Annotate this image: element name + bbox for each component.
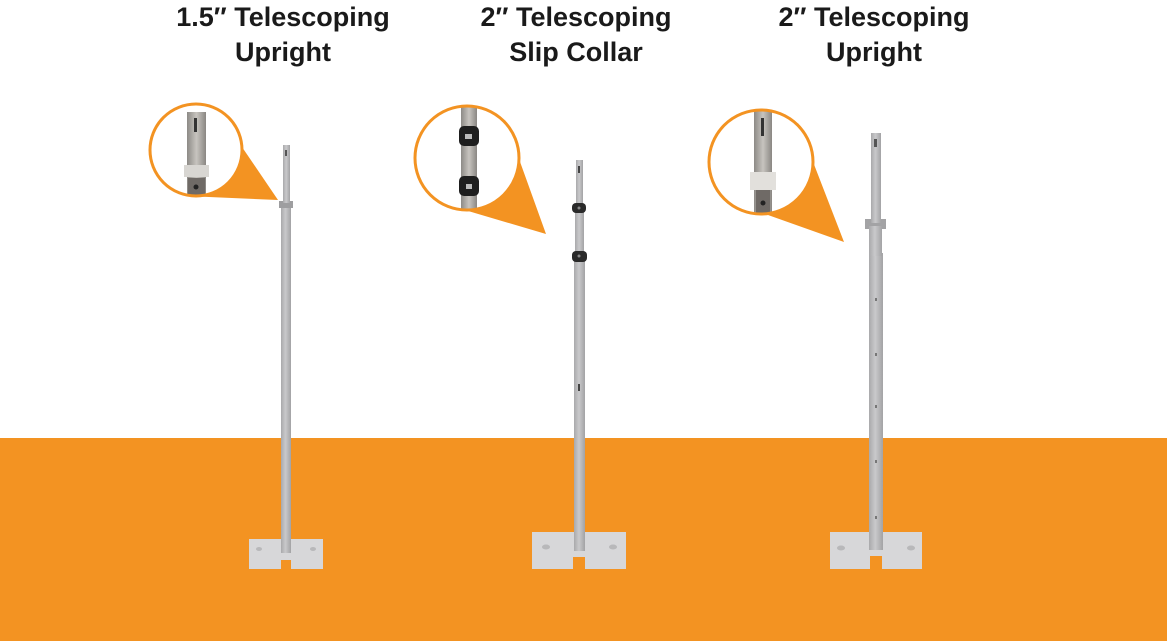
product-1-zoom-detail — [148, 102, 244, 198]
product-1-upper-pole — [283, 145, 290, 203]
product-title-2: 2″ Telescoping Slip Collar — [416, 0, 736, 70]
product-1-collar — [279, 201, 293, 208]
product-title-3-line2: Upright — [826, 37, 922, 67]
product-2-middle-pole — [575, 208, 584, 258]
product-title-2-line2: Slip Collar — [509, 37, 643, 67]
product-3-lower-pole — [869, 253, 883, 550]
product-title-3: 2″ Telescoping Upright — [714, 0, 1034, 70]
product-2-slip-collar — [413, 104, 626, 569]
product-title-3-line1: 2″ Telescoping — [778, 2, 970, 32]
product-3-zoom-detail — [707, 108, 815, 216]
product-1-base-plate — [249, 539, 323, 569]
product-3-upper-pole — [871, 133, 881, 223]
product-1-lower-pole — [281, 206, 291, 553]
product-title-1: 1.5″ Telescoping Upright — [123, 0, 443, 70]
product-3-upright — [707, 108, 922, 569]
product-title-1-line2: Upright — [235, 37, 331, 67]
product-title-1-line1: 1.5″ Telescoping — [176, 2, 390, 32]
product-3-base-plate — [830, 532, 922, 569]
product-2-zoom-detail — [413, 104, 521, 212]
product-1-upright — [148, 102, 323, 569]
product-2-upper-pole — [576, 160, 583, 210]
product-2-lower-pole — [574, 256, 585, 551]
product-title-2-line1: 2″ Telescoping — [480, 2, 672, 32]
product-3-collar — [865, 219, 886, 229]
